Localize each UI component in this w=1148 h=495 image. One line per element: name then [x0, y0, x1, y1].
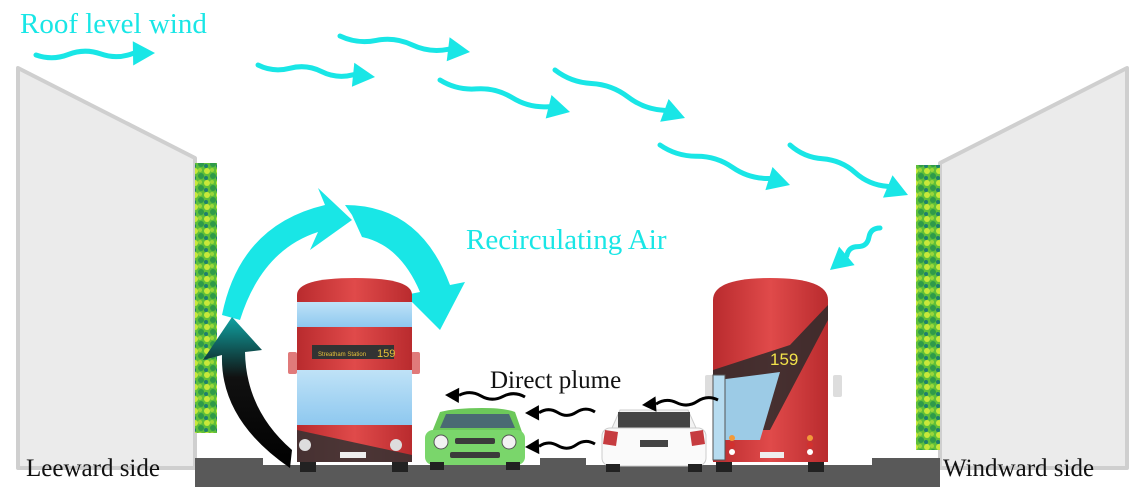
wind-arrow-4-head — [545, 95, 570, 119]
road — [195, 458, 940, 487]
double-decker-bus-rear — [705, 278, 842, 472]
plume-arrow-1-stroke — [458, 391, 526, 401]
recirculation-arrows — [203, 188, 465, 468]
wind-arrow-2-head — [351, 62, 375, 87]
wind-arrow-8-stroke — [844, 225, 883, 259]
windward-green-wall — [916, 165, 940, 450]
recirculation-arrow-left — [222, 188, 352, 320]
wind-arrow-8-head — [830, 246, 855, 270]
wind-arrow-1-head — [132, 41, 155, 66]
leeward-building — [16, 66, 197, 470]
leeward-green-wall — [195, 163, 217, 433]
wind-arrow-1-stroke — [33, 48, 136, 61]
wind-arrow-3-stroke — [337, 33, 451, 53]
windward-building — [938, 66, 1129, 470]
plume-arrow-3-head — [525, 438, 540, 455]
wind-arrow-7-stroke — [787, 142, 891, 189]
plume-arrow-4-head — [642, 396, 657, 412]
white-car — [601, 409, 707, 472]
roof-level-wind-label: Roof level wind — [20, 8, 207, 40]
wind-arrow-3-head — [446, 37, 470, 62]
plume-arrow-2-head — [525, 405, 540, 421]
double-decker-bus-front — [288, 278, 420, 472]
wind-arrow-7-head — [883, 175, 908, 198]
direct-plume-arrows — [445, 387, 719, 455]
recirculating-air-label: Recirculating Air — [466, 224, 667, 256]
plume-arrow-3-stroke — [538, 439, 596, 450]
direct-plume-label: Direct plume — [490, 367, 622, 394]
green-car — [425, 408, 525, 470]
bus-front-route: 159 — [377, 348, 395, 360]
plume-arrow-1-head — [445, 387, 460, 403]
bus-front-destination: Streatham Station — [318, 352, 366, 358]
wind-arrow-2-stroke — [255, 62, 356, 79]
wind-arrow-4-stroke — [437, 77, 552, 110]
wind-arrow-6-head — [765, 167, 790, 191]
leeward-side-label: Leeward side — [26, 455, 160, 482]
bus-rear-route: 159 — [770, 350, 798, 369]
windward-side-label: Windward side — [943, 455, 1095, 482]
recirculation-arrow-right — [345, 205, 465, 330]
vertical-transport-arrow — [203, 317, 292, 468]
roof-wind-arrows — [33, 33, 908, 270]
wind-arrow-5-head — [660, 99, 685, 122]
plume-arrow-2-stroke — [538, 407, 596, 417]
wind-arrow-6-stroke — [657, 142, 772, 182]
wind-arrow-5-stroke — [552, 67, 667, 113]
plume-arrow-4-stroke — [655, 396, 719, 407]
